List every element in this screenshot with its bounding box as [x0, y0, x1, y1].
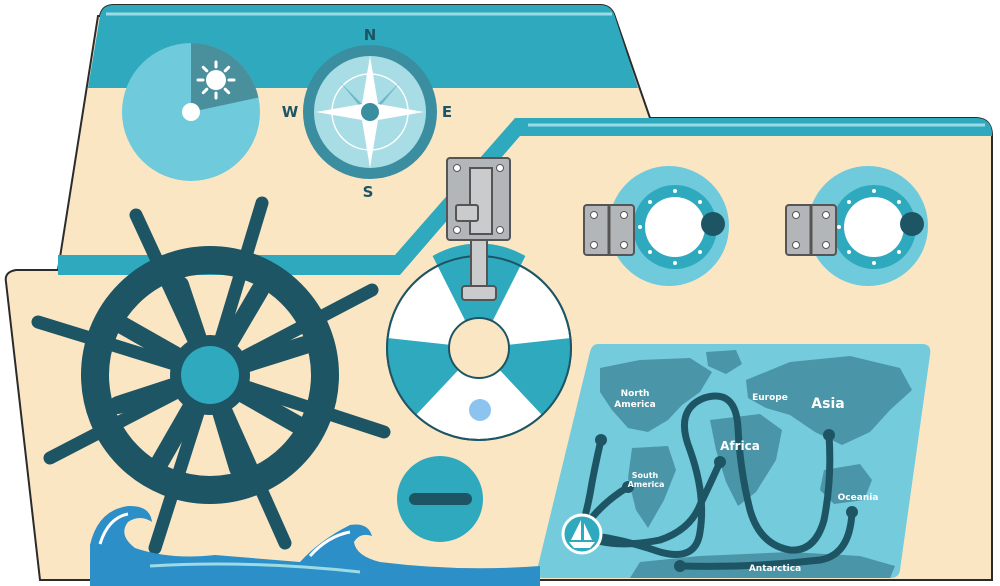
compass-east-label: E	[442, 103, 452, 121]
sliding-bolt-icon[interactable]	[446, 157, 511, 241]
porthole-right[interactable]	[785, 166, 928, 286]
compass-rose-icon	[316, 56, 424, 168]
world-map-land	[600, 350, 912, 578]
label-oceania: Oceania	[838, 493, 879, 503]
label-antarctica: Antarctica	[749, 564, 801, 574]
sailboat-icon	[561, 513, 603, 555]
label-north-america-1: North	[621, 389, 650, 399]
hinge-icon	[785, 204, 837, 256]
life-ring-icon[interactable]	[386, 239, 572, 441]
compass[interactable]	[303, 45, 437, 179]
porthole-left[interactable]	[583, 166, 729, 286]
world-map-maze[interactable]: North America Europe Asia Africa South A…	[536, 344, 931, 578]
label-europe: Europe	[752, 393, 788, 403]
compass-west-label: W	[282, 103, 299, 121]
label-south-america-2: America	[628, 480, 665, 489]
sun-icon	[196, 60, 236, 100]
label-africa: Africa	[720, 439, 760, 453]
compass-south-label: S	[363, 183, 374, 201]
label-south-america-1: South	[632, 471, 659, 480]
ship-wheel-icon[interactable]	[31, 196, 391, 555]
minus-button[interactable]	[397, 456, 483, 542]
label-asia: Asia	[811, 396, 844, 412]
minus-icon	[409, 493, 472, 505]
sun-dial[interactable]	[122, 43, 260, 181]
compass-north-label: N	[364, 26, 377, 44]
hinge-icon	[583, 204, 635, 256]
wave-icon	[90, 505, 540, 586]
label-north-america-2: America	[614, 400, 655, 410]
